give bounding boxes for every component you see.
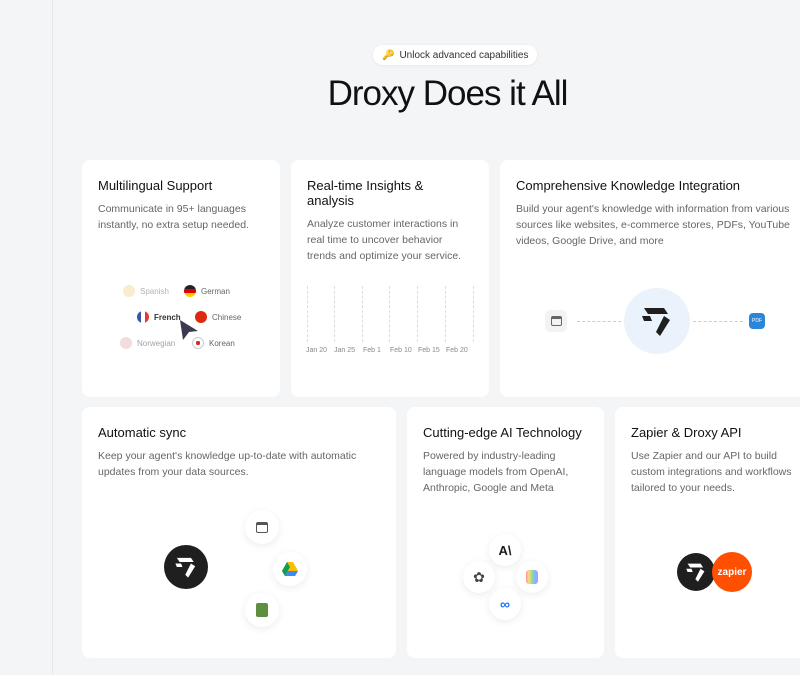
card-insights: Real-time Insights & analysis Analyze cu… — [291, 160, 489, 397]
card-title: Multilingual Support — [98, 178, 213, 193]
korea-flag-icon — [192, 337, 204, 349]
meta-icon: ∞ — [489, 588, 521, 620]
language-german: German — [184, 285, 230, 297]
language-norwegian: Norwegian — [120, 337, 175, 349]
axis-tick: Jan 20 — [306, 347, 328, 354]
google-drive-icon — [273, 552, 307, 586]
zapier-logo: zapier — [712, 552, 752, 592]
germany-flag-icon — [184, 285, 196, 297]
droxy-logo — [164, 545, 208, 589]
axis-tick: Feb 20 — [446, 347, 468, 354]
website-icon — [245, 510, 279, 544]
card-title: Real-time Insights & analysis — [307, 178, 424, 208]
card-ai: Cutting-edge AI Technology Powered by in… — [407, 407, 604, 658]
pdf-cloud-icon: PDF — [749, 313, 765, 329]
card-sync: Automatic sync Keep your agent's knowled… — [82, 407, 396, 658]
shopify-icon — [245, 593, 279, 627]
card-knowledge: Comprehensive Knowledge Integration Buil… — [500, 160, 800, 397]
language-chinese: Chinese — [195, 311, 241, 323]
spain-flag-icon — [123, 285, 135, 297]
card-title: Cutting-edge AI Technology — [423, 425, 582, 440]
card-multilingual: Multilingual Support Communicate in 95+ … — [82, 160, 280, 397]
droxy-logo — [624, 288, 690, 354]
gemini-icon — [516, 561, 548, 593]
droxy-logo — [677, 553, 715, 591]
card-desc: Use Zapier and our API to build custom i… — [631, 450, 792, 494]
card-title: Automatic sync — [98, 425, 187, 440]
decorative-line — [52, 0, 53, 675]
card-desc: Keep your agent's knowledge up-to-date w… — [98, 450, 357, 478]
china-flag-icon — [195, 311, 207, 323]
card-desc: Build your agent's knowledge with inform… — [516, 203, 790, 247]
capabilities-badge: 🔑Unlock advanced capabilities — [373, 45, 538, 65]
language-french: French — [137, 311, 181, 323]
card-title: Comprehensive Knowledge Integration — [516, 178, 741, 193]
website-icon — [545, 310, 567, 332]
cursor-icon — [180, 320, 198, 340]
card-desc: Communicate in 95+ languages instantly, … — [98, 203, 249, 231]
axis-tick: Jan 25 — [334, 347, 356, 354]
card-desc: Powered by industry-leading language mod… — [423, 450, 569, 494]
norway-flag-icon — [120, 337, 132, 349]
language-korean: Korean — [192, 337, 235, 349]
key-icon: 🔑 — [382, 49, 395, 61]
france-flag-icon — [137, 311, 149, 323]
axis-tick: Feb 1 — [363, 347, 381, 354]
anthropic-icon: A\ — [489, 534, 521, 566]
card-title: Zapier & Droxy API — [631, 425, 742, 440]
axis-tick: Feb 10 — [390, 347, 412, 354]
axis-tick: Feb 15 — [418, 347, 440, 354]
language-spanish: Spanish — [123, 285, 169, 297]
page-title: Droxy Does it All — [327, 74, 569, 113]
card-zapier: Zapier & Droxy API Use Zapier and our AP… — [615, 407, 800, 658]
card-desc: Analyze customer interactions in real ti… — [307, 218, 462, 262]
openai-icon: ✿ — [463, 561, 495, 593]
